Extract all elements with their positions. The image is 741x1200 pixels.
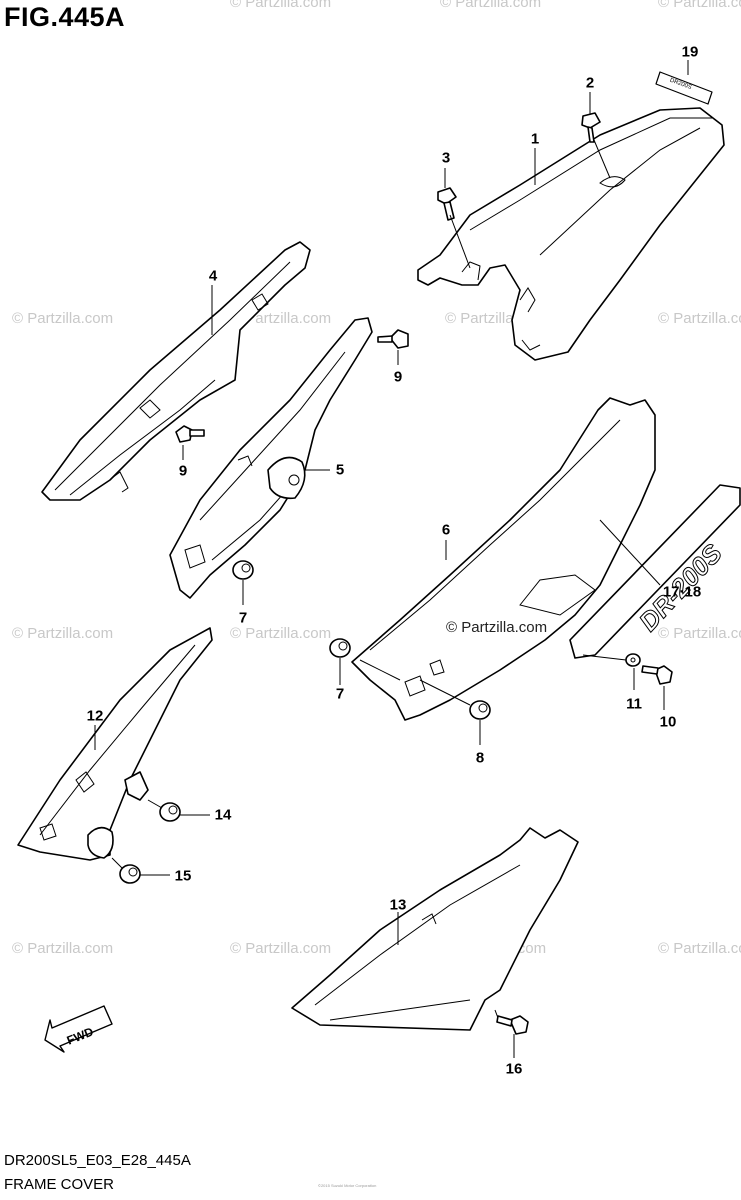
part-13-lower-cover	[291, 827, 579, 1031]
fwd-arrow: FWD	[44, 1005, 113, 1053]
part-3-bolt	[437, 187, 457, 221]
callout-7-right: 7	[335, 685, 345, 703]
watermark: © Partzilla.com	[230, 0, 332, 11]
washer-11	[625, 653, 641, 667]
callout-5: 5	[335, 461, 345, 479]
part-2-bolt	[581, 112, 601, 143]
callout-17-18: 17·18	[662, 583, 702, 601]
watermark: © Partzilla.com	[440, 0, 542, 11]
fine-print: ©2015 Suzuki Motor Corporation	[318, 1183, 377, 1188]
watermark: © Partzilla.com	[658, 310, 741, 327]
model-code: DR200SL5_E03_E28_445A	[4, 1152, 191, 1169]
watermark: © Partzilla.com	[12, 940, 114, 957]
part-4-bracket	[41, 241, 311, 501]
callout-9-lower: 9	[178, 462, 188, 480]
callout-14: 14	[214, 806, 232, 824]
bolt-10	[641, 665, 673, 685]
grommet-14	[159, 802, 181, 822]
watermark: © Partzilla.com	[230, 625, 332, 642]
bolt-9-lower	[175, 425, 205, 443]
callout-9-upper: 9	[393, 368, 403, 386]
callout-4: 4	[208, 267, 218, 285]
part-1-rear-cover	[417, 107, 725, 361]
center-watermark: © Partzilla.com	[446, 619, 548, 636]
part-5-inner-cover	[169, 317, 373, 599]
part-6-side-cover	[351, 397, 656, 721]
leader-lines	[94, 60, 689, 1058]
grommet-7-right	[329, 638, 351, 658]
callout-15: 15	[174, 867, 192, 885]
grommet-7-left	[232, 560, 254, 580]
part-12-bracket	[17, 627, 213, 861]
callout-3: 3	[441, 149, 451, 167]
watermark: © Partzilla.com	[12, 310, 114, 327]
callout-2: 2	[585, 74, 595, 92]
bolt-9-upper	[377, 329, 409, 349]
watermark: © Partzilla.com	[658, 940, 741, 957]
callout-7-left: 7	[238, 609, 248, 627]
callout-13: 13	[389, 896, 407, 914]
watermark: © Partzilla.com	[230, 940, 332, 957]
callout-19: 19	[681, 43, 699, 61]
grommet-8	[469, 700, 491, 720]
figure-name: FRAME COVER	[4, 1176, 115, 1193]
callout-16: 16	[505, 1060, 523, 1078]
figure-title: FIG.445A	[4, 2, 126, 32]
watermark: © Partzilla.com	[12, 625, 114, 642]
part-19-decal: DR200S	[655, 71, 713, 105]
watermark: © Partzilla.com	[658, 625, 741, 642]
bolt-16	[496, 1015, 529, 1035]
grommet-15	[119, 864, 141, 884]
watermark: © Partzilla.com	[658, 0, 741, 11]
callout-6: 6	[441, 521, 451, 539]
callout-8: 8	[475, 749, 485, 767]
callout-11: 11	[626, 695, 642, 713]
callout-1: 1	[530, 130, 540, 148]
callout-10: 10	[659, 713, 677, 731]
callout-12: 12	[86, 707, 104, 725]
